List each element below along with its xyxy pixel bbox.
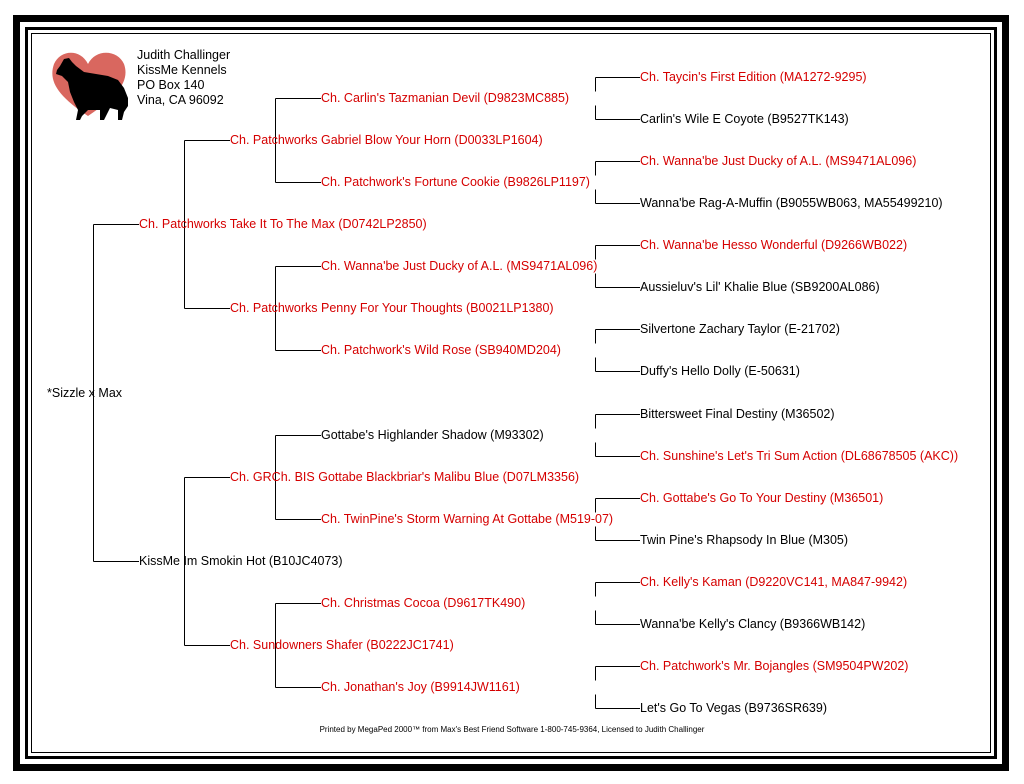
kennel-name: KissMe Kennels <box>137 63 227 77</box>
outer-frame <box>13 15 1009 771</box>
pedigree-page <box>31 33 991 753</box>
inner-frame <box>25 27 997 759</box>
great-grandparent-name: Ch. Patchwork's Wild Rose (SB940MD204) <box>321 343 561 357</box>
great-great-grandparent-name: Let's Go To Vegas (B9736SR639) <box>640 701 827 715</box>
subject-dog-name: *Sizzle x Max <box>47 386 123 400</box>
great-great-grandparent-name: Ch. Kelly's Kaman (D9220VC141, MA847-994… <box>640 575 908 589</box>
grandparent-name: Ch. Patchworks Penny For Your Thoughts (… <box>230 301 554 315</box>
great-great-grandparent-name: Carlin's Wile E Coyote (B9527TK143) <box>640 112 849 126</box>
owner-po-box: PO Box 140 <box>137 78 205 92</box>
grandparent-name: Ch. Patchworks Gabriel Blow Your Horn (D… <box>230 133 543 147</box>
great-great-grandparent-name: Wanna'be Kelly's Clancy (B9366WB142) <box>640 617 866 631</box>
grandparent-name: Ch. Sundowners Shafer (B0222JC1741) <box>230 638 454 652</box>
great-grandparent-name: Ch. Patchwork's Fortune Cookie (B9826LP1… <box>321 175 590 189</box>
great-grandparent-name: Ch. Carlin's Tazmanian Devil (D9823MC885… <box>321 91 570 105</box>
great-grandparent-name: Ch. Wanna'be Just Ducky of A.L. (MS9471A… <box>321 259 598 273</box>
great-grandparent-name: Ch. Jonathan's Joy (B9914JW1161) <box>321 680 520 694</box>
grandparent-name: Ch. GRCh. BIS Gottabe Blackbriar's Malib… <box>230 470 580 484</box>
printed-by-footer: Printed by MegaPed 2000™ from Max's Best… <box>319 725 705 734</box>
great-great-grandparent-name: Ch. Wanna'be Just Ducky of A.L. (MS9471A… <box>640 154 917 168</box>
great-grandparent-name: Ch. Christmas Cocoa (D9617TK490) <box>321 596 526 610</box>
great-great-grandparent-name: Ch. Sunshine's Let's Tri Sum Action (DL6… <box>640 449 959 463</box>
australian-shepherd-silhouette-icon <box>56 58 128 120</box>
great-great-grandparent-name: Ch. Taycin's First Edition (MA1272-9295) <box>640 70 867 84</box>
great-great-grandparent-name: Ch. Wanna'be Hesso Wonderful (D9266WB022… <box>640 238 908 252</box>
owner-name: Judith Challinger <box>137 48 231 62</box>
dam-name: KissMe Im Smokin Hot (B10JC4073) <box>139 554 343 568</box>
great-great-grandparent-name: Bittersweet Final Destiny (M36502) <box>640 407 835 421</box>
owner-city: Vina, CA 96092 <box>137 93 224 107</box>
great-grandparent-name: Ch. TwinPine's Storm Warning At Gottabe … <box>321 512 614 526</box>
great-great-grandparent-name: Ch. Gottabe's Go To Your Destiny (M36501… <box>640 491 884 505</box>
great-grandparent-name: Gottabe's Highlander Shadow (M93302) <box>321 428 544 442</box>
great-great-grandparent-name: Silvertone Zachary Taylor (E-21702) <box>640 322 840 336</box>
great-great-grandparent-name: Aussieluv's Lil' Khalie Blue (SB9200AL08… <box>640 280 880 294</box>
great-great-grandparent-name: Twin Pine's Rhapsody In Blue (M305) <box>640 533 849 547</box>
great-great-grandparent-name: Ch. Patchwork's Mr. Bojangles (SM9504PW2… <box>640 659 909 673</box>
great-great-grandparent-name: Duffy's Hello Dolly (E-50631) <box>640 364 800 378</box>
heart-dog-logo-icon <box>52 52 128 120</box>
great-great-grandparent-name: Wanna'be Rag-A-Muffin (B9055WB063, MA554… <box>640 196 943 210</box>
sire-name: Ch. Patchworks Take It To The Max (D0742… <box>139 217 427 231</box>
owner-address-block: Judith Challinger KissMe Kennels PO Box … <box>137 48 230 108</box>
